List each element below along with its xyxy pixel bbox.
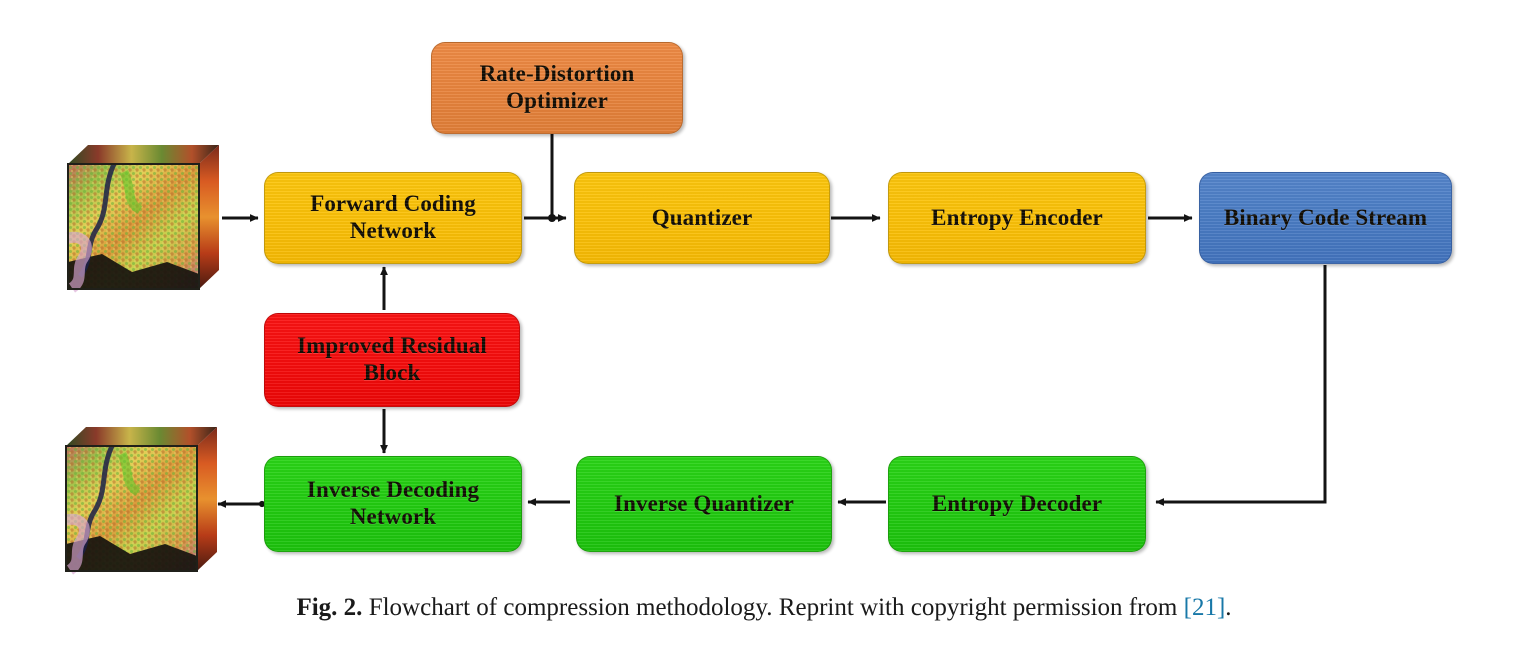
output-hyperspectral-cube bbox=[60, 424, 220, 579]
flowchart-diagram: Rate-Distortion Optimizer Forward Coding… bbox=[60, 42, 1452, 579]
node-label-entropy-encoder: Entropy Encoder bbox=[931, 204, 1103, 230]
node-rate-distortion-optimizer[interactable]: Rate-Distortion Optimizer bbox=[431, 42, 683, 134]
node-quantizer[interactable]: Quantizer bbox=[574, 172, 830, 264]
citation-link-21[interactable]: [21] bbox=[1183, 594, 1226, 621]
figure-caption-text: Flowchart of compression methodology. Re… bbox=[368, 594, 1178, 621]
node-binary-code-stream[interactable]: Binary Code Stream bbox=[1199, 172, 1452, 264]
node-improved-residual-block[interactable]: Improved Residual Block bbox=[264, 313, 520, 407]
node-label-inverse-decoding-network: Inverse Decoding Network bbox=[306, 477, 480, 529]
node-label-inverse-quantizer: Inverse Quantizer bbox=[614, 490, 794, 516]
figure-caption: Fig. 2. Flowchart of compression methodo… bbox=[0, 592, 1528, 625]
node-label-forward-coding-network: Forward Coding Network bbox=[310, 191, 476, 243]
node-label-rate-distortion-optimizer: Rate-Distortion Optimizer bbox=[479, 61, 635, 113]
arrow-binary-code-stream-to-entropy-decoder bbox=[1155, 265, 1327, 506]
node-forward-coding-network[interactable]: Forward Coding Network bbox=[264, 172, 522, 264]
node-entropy-encoder[interactable]: Entropy Encoder bbox=[888, 172, 1146, 264]
arrow-rate-distortion-optimizer-to-quantizer bbox=[548, 133, 556, 222]
node-label-binary-code-stream: Binary Code Stream bbox=[1223, 204, 1428, 230]
node-inverse-decoding-network[interactable]: Inverse Decoding Network bbox=[264, 456, 522, 552]
caption-period: . bbox=[1225, 594, 1232, 621]
input-hyperspectral-cube bbox=[62, 142, 222, 297]
node-label-quantizer: Quantizer bbox=[651, 204, 753, 230]
node-entropy-decoder[interactable]: Entropy Decoder bbox=[888, 456, 1146, 552]
node-inverse-quantizer[interactable]: Inverse Quantizer bbox=[576, 456, 832, 552]
node-label-improved-residual-block: Improved Residual Block bbox=[297, 333, 487, 385]
node-label-entropy-decoder: Entropy Decoder bbox=[931, 490, 1103, 516]
figure-number: Fig. 2. bbox=[296, 594, 363, 621]
